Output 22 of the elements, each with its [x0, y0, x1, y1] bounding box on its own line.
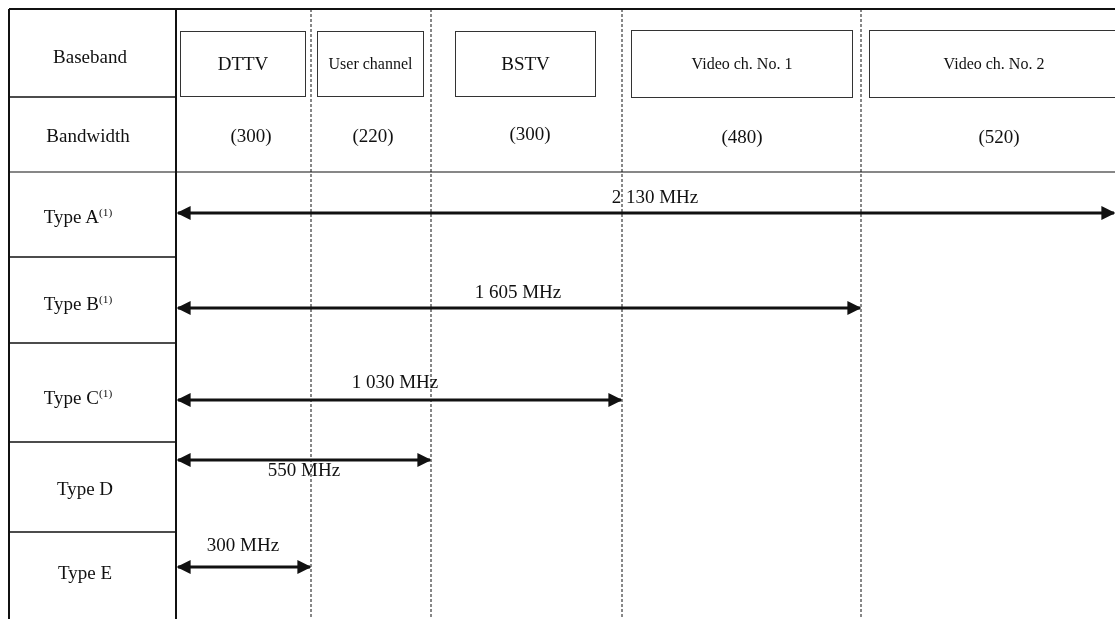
channel-box: Video ch. No. 1 [631, 30, 853, 98]
dimension-label: 300 MHz [206, 534, 280, 556]
row-header: Bandwidth [46, 125, 130, 147]
dimension-label: 2 130 MHz [611, 186, 699, 208]
row-header: Type C$^{(1)}$ [43, 386, 113, 410]
row-header: Baseband [53, 46, 127, 68]
channel-box: Video ch. No. 2 [869, 30, 1115, 98]
row-header: Type A$^{(1)}$ [43, 205, 113, 229]
bandwidth-value: (220) [352, 125, 394, 147]
bandwidth-value: (520) [978, 126, 1020, 148]
dimension-label: 550 MHz [267, 459, 341, 481]
row-header: Type D [56, 478, 114, 500]
bandwidth-value: (300) [509, 123, 551, 145]
bandwidth-value: (480) [721, 126, 763, 148]
bandwidth-value: (300) [230, 125, 272, 147]
dimension-label: 1 605 MHz [474, 281, 562, 303]
dimension-label: 1 030 MHz [351, 371, 439, 393]
row-header: Type E [57, 562, 113, 584]
channel-box: DTTV [180, 31, 306, 97]
channel-box: BSTV [455, 31, 596, 97]
row-header: Type B$^{(1)}$ [43, 292, 113, 316]
channel-box: User channel [317, 31, 424, 97]
